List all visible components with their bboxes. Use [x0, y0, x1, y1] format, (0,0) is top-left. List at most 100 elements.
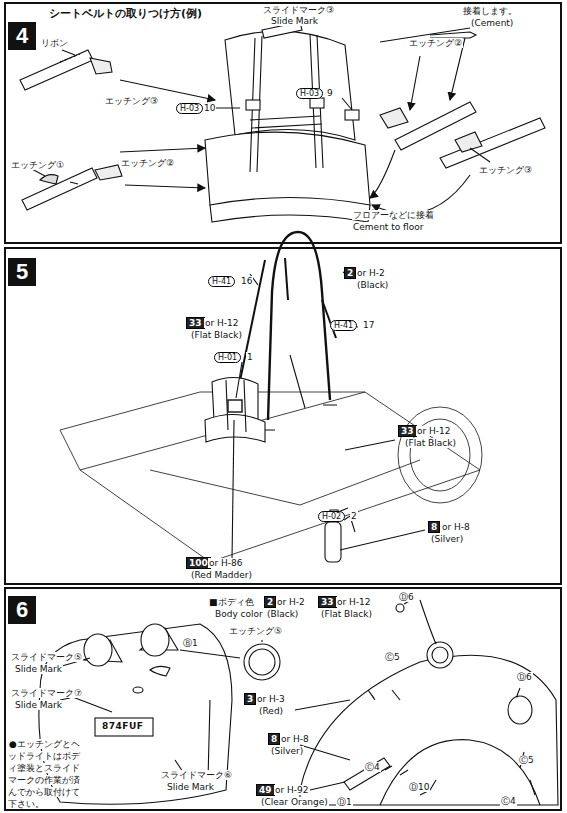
callout-label-holder: Ⓒ4 — [500, 796, 517, 807]
seatbelt-illustration-stroke — [345, 110, 359, 120]
callout-label-holder: エッチング⑤ — [228, 626, 283, 637]
callout-label: or H-8 — [280, 734, 310, 744]
seatbelt-illustration-stroke — [22, 168, 97, 210]
callout-label-holder: (Silver) — [430, 534, 464, 545]
rollbar-chassis-illustration-stroke — [236, 362, 242, 398]
rollbar-chassis-illustration-stroke — [398, 407, 482, 503]
callout-label: エッチング② — [408, 38, 463, 48]
seatbelt-illustration-stroke — [455, 132, 482, 152]
callout-label-holder: or H-12 — [416, 426, 452, 437]
note-text: ●エッチングとヘッドライトはボディ塗装とスライドマークの作業が済んでから取付けて… — [8, 739, 80, 809]
body-detail-illustration-stroke — [385, 766, 392, 770]
seatbelt-illustration-stroke — [250, 116, 322, 128]
part-code: H-41 — [330, 320, 357, 331]
callout-label: (Silver) — [430, 534, 464, 544]
callout-label-holder: or H-12 — [204, 318, 240, 329]
callout-label: エッチング② — [120, 158, 175, 168]
callout-label: (Clear Orange) — [260, 797, 329, 807]
callout-label: Ⓓ10 — [408, 782, 430, 792]
seatbelt-illustration-stroke — [342, 98, 352, 110]
callout-label-holder: 1 — [246, 352, 254, 363]
rollbar-chassis-illustration-stroke — [150, 460, 420, 505]
callout-label: Ⓑ1 — [182, 638, 199, 648]
callout-label-holder: or H-92 — [274, 785, 310, 796]
callout-label-holder: (Clear Orange) — [260, 797, 329, 808]
paint-code: 33 — [186, 317, 205, 329]
section-title-holder: シートベルトの取りつけ方(例) — [48, 8, 203, 20]
paint-code-holder: 49 — [256, 785, 275, 796]
callout-label-holder: スライドマーク⑦ — [10, 688, 83, 699]
callout-label: 接着します。 — [462, 6, 518, 16]
rollbar-chassis-illustration-stroke — [80, 392, 480, 562]
callout-label-holder: エッチング② — [408, 38, 463, 49]
seatbelt-illustration-stroke — [210, 205, 370, 222]
section-title: シートベルトの取りつけ方(例) — [48, 7, 203, 20]
callout-label: フロアーなどに接着 — [352, 210, 435, 220]
callout-label: Ⓒ5 — [518, 755, 535, 765]
callout-label-holder: (Cement) — [470, 18, 514, 29]
callout-label: Slide Mark — [14, 700, 63, 710]
callout-label-holder: Slide Mark — [166, 782, 215, 793]
callout-label-holder: 16 — [240, 276, 253, 287]
callout-label-holder: (Red Madder) — [190, 570, 253, 581]
body-detail-illustration-stroke — [368, 690, 375, 700]
body-detail-illustration-stroke — [380, 740, 540, 805]
body-detail-illustration-stroke — [133, 687, 143, 693]
body-detail-illustration-stroke — [517, 688, 520, 697]
callout-label-holder: or H-3 — [256, 694, 286, 705]
paint-code-holder: 33 — [398, 426, 417, 437]
body-detail-illustration-stroke — [392, 690, 400, 700]
seatbelt-illustration-stroke — [380, 108, 408, 128]
callout-label: Ⓒ4 — [364, 762, 381, 772]
callout-label: (Silver) — [270, 746, 304, 756]
callout-label-holder: スライドマーク⑤ — [10, 652, 83, 663]
callout-label: Slide Mark — [166, 782, 215, 792]
body-detail-illustration-stroke — [508, 696, 532, 724]
callout-label-holder: (Red) — [258, 706, 284, 717]
paint-code-holder: 3 — [244, 694, 256, 705]
callout-label: Cement to floor — [352, 222, 425, 232]
step-number: 4 — [8, 22, 36, 50]
seatbelt-illustration-stroke — [40, 175, 58, 184]
callout-label-holder: 接着します。 — [462, 6, 518, 17]
rollbar-chassis-illustration — [60, 232, 482, 562]
callout-label-holder: or H-2 — [276, 597, 306, 608]
rollbar-chassis-illustration-stroke — [285, 258, 288, 300]
callout-label-holder: ■ボディ色 — [208, 597, 255, 608]
panel-frame-stroke — [5, 3, 561, 243]
seatbelt-illustration-stroke — [90, 58, 112, 74]
body-detail-illustration-stroke — [55, 658, 210, 780]
callout-label: or H-86 — [208, 558, 244, 568]
seatbelt-illustration-stroke — [310, 34, 323, 168]
callout-label-holder: Slide Mark — [14, 700, 63, 711]
paint-code: 8 — [268, 733, 280, 745]
rollbar-chassis-illustration-stroke — [325, 522, 341, 562]
callout-label: or H-92 — [274, 785, 310, 795]
body-detail-illustration-stroke — [295, 700, 350, 790]
paint-code-holder: 33 — [186, 318, 205, 329]
seatbelt-illustration-stroke — [225, 31, 355, 140]
callout-label: エッチング③ — [104, 96, 159, 106]
callout-label-holder: or H-12 — [336, 597, 372, 608]
seatbelt-illustration-stroke — [440, 118, 545, 168]
paint-code: 3 — [244, 693, 256, 705]
callout-label: Ⓒ4 — [500, 796, 517, 806]
callout-label: 2 — [350, 511, 358, 521]
callout-label-holder: (Silver) — [270, 746, 304, 757]
part-code: H-01 — [214, 352, 241, 363]
callout-label-holder: Ⓒ5 — [384, 652, 401, 663]
plate-text: 874FUF — [101, 721, 144, 731]
callout-label: (Red) — [258, 706, 284, 716]
callout-label-holder: フロアーなどに接着 — [352, 210, 435, 221]
step-number: 5 — [8, 258, 36, 286]
body-detail-illustration-stroke — [427, 642, 453, 668]
plate-text-holder: 874FUF — [101, 721, 144, 732]
body-detail-illustration-stroke — [141, 624, 169, 656]
body-detail-illustration-stroke — [95, 718, 153, 736]
callout-label: Ⓓ6 — [398, 592, 415, 602]
seatbelt-illustration-stroke — [370, 150, 395, 198]
body-detail-illustration — [39, 598, 558, 805]
callout-label: or H-3 — [256, 694, 286, 704]
body-detail-illustration-stroke — [300, 655, 558, 805]
